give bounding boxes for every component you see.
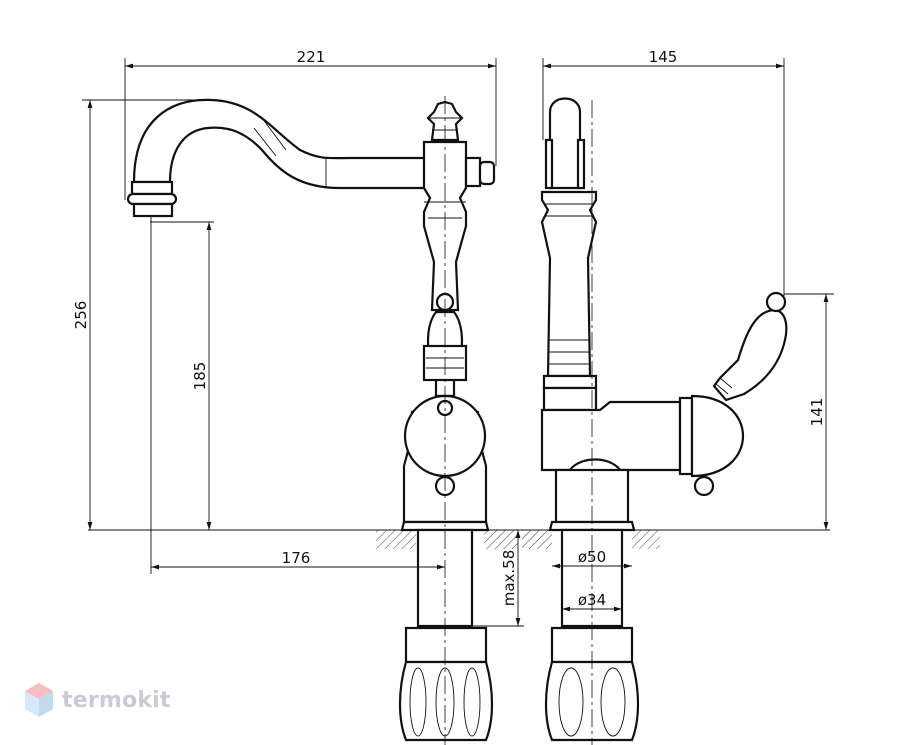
dim-front-width: 221 xyxy=(297,48,326,66)
dim-hole-diameter: ø50 xyxy=(578,548,606,566)
dim-mount-thickness: max.58 xyxy=(500,550,518,607)
dim-total-height: 256 xyxy=(72,301,90,330)
front-view xyxy=(126,96,496,745)
side-column xyxy=(540,190,598,378)
watermark-text: termokit xyxy=(62,687,171,713)
side-lever xyxy=(712,309,788,402)
front-side-knob xyxy=(464,156,482,188)
side-body xyxy=(540,400,682,472)
side-view xyxy=(540,97,788,745)
dimension-lines xyxy=(82,58,834,627)
termokit-logo-icon xyxy=(25,683,53,717)
dim-handle-height: 141 xyxy=(808,398,826,427)
front-aerator xyxy=(130,180,174,196)
watermark: termokit xyxy=(24,680,171,720)
front-locknut xyxy=(404,626,488,664)
dim-spout-reach: 176 xyxy=(282,549,311,567)
dim-stem-diameter: ø34 xyxy=(578,591,606,609)
dim-spout-height: 185 xyxy=(191,362,209,391)
dim-side-width: 145 xyxy=(649,48,678,66)
